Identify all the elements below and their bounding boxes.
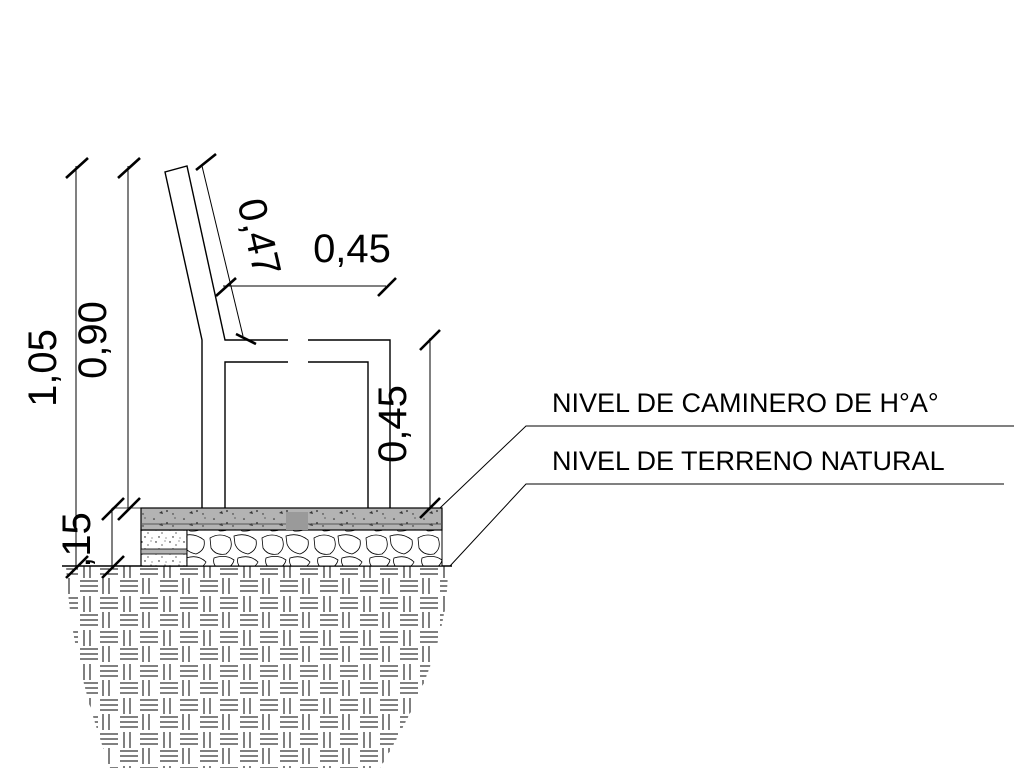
dim-total-height: 1,05 xyxy=(21,329,65,407)
bench-profile xyxy=(164,165,391,508)
leader-lines xyxy=(439,425,1014,567)
dim-seat-depth: 0,45 xyxy=(313,227,391,271)
slab-notch xyxy=(286,512,308,530)
dim-backrest-length: 0,47 xyxy=(228,194,288,280)
label-natural-ground-level: NIVEL DE TERRENO NATURAL xyxy=(552,446,945,476)
sand-footing xyxy=(140,529,188,567)
dimension-lines xyxy=(65,152,441,579)
dim-backrest-height: 0,90 xyxy=(71,301,115,379)
natural-soil-hatch xyxy=(66,566,448,768)
dim-seat-height: 0,45 xyxy=(371,385,415,463)
dim-slab-thickness: ,15 xyxy=(55,512,99,568)
footing-band xyxy=(140,548,188,555)
stone-fill xyxy=(186,529,443,567)
label-walkway-level: NIVEL DE CAMINERO DE H°A° xyxy=(552,388,939,418)
